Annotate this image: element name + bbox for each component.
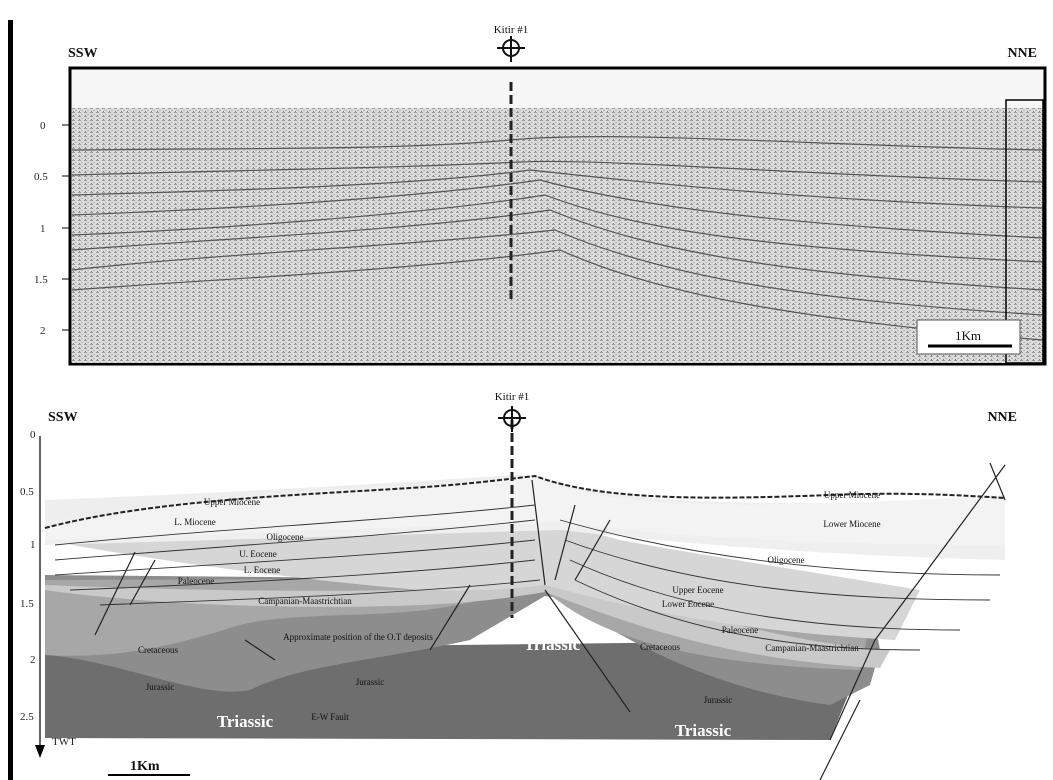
formation-label: Cretaceous	[138, 645, 178, 655]
formation-label: Cretaceous	[640, 642, 680, 652]
formation-label: Upper Miocene	[204, 497, 260, 507]
campanian-layer	[45, 585, 890, 668]
seismic-reflectors	[71, 136, 1044, 341]
direction-right: NNE	[987, 410, 1017, 425]
scale-label: 1Km	[955, 328, 981, 343]
paleocene-eocene-layer	[45, 520, 920, 640]
well-symbol	[497, 36, 525, 62]
formation-label: U. Eocene	[239, 549, 276, 559]
interpreted-section: Kitir #1 SSW NNE 0 0.5 1 1.5 2 2.5 TWT 1…	[20, 391, 1017, 780]
surface-horizon	[44, 474, 1006, 529]
depth-tick: 2	[40, 325, 46, 337]
formation-label: Oligocene	[768, 555, 805, 565]
formation-label: Jurassic	[356, 677, 385, 687]
formation-label: L. Eocene	[244, 565, 280, 575]
well-label: Kitir #1	[494, 24, 529, 36]
depth-axis: 0 0.5 1 1.5 2 2.5 TWT	[20, 429, 76, 758]
seismic-side-box	[1005, 99, 1044, 364]
depth-tick: 2	[30, 654, 36, 666]
scale-box: 1Km	[916, 319, 1021, 355]
faults	[94, 462, 1006, 780]
formation-label: Triassic	[524, 635, 581, 654]
formation-label: Upper Miocene	[824, 490, 880, 500]
formation-labels: Upper Miocene L. Miocene Oligocene U. Eo…	[138, 490, 881, 740]
seismic-data	[72, 108, 1043, 363]
formation-label: Jurassic	[704, 695, 733, 705]
well-symbol	[498, 406, 526, 432]
formation-label: E-W Fault	[311, 712, 349, 722]
formation-label: Upper Eocene	[672, 585, 723, 595]
depth-tick: 0.5	[20, 486, 34, 498]
formation-label: Paleocene	[178, 576, 214, 586]
seismic-section: Kitir #1 SSW NNE 0 0.5 1 1.5 2 1Km	[34, 24, 1047, 366]
depth-tick: 0.5	[34, 171, 48, 183]
page-border	[8, 20, 13, 780]
formation-label: Paleocene	[722, 625, 758, 635]
formation-label: L. Miocene	[174, 517, 215, 527]
scale-label: 1Km	[130, 759, 160, 774]
formation-label: Oligocene	[267, 532, 304, 542]
formation-label: Triassic	[217, 712, 274, 731]
direction-left: SSW	[68, 46, 98, 61]
depth-tick: 0	[40, 120, 46, 132]
twt-label: TWT	[52, 736, 76, 748]
formation-label: Lower Miocene	[823, 519, 880, 529]
depth-tick: 1	[30, 539, 36, 551]
depth-tick: 1	[40, 223, 46, 235]
formation-label: Lower Eocene	[662, 599, 714, 609]
formation-label: Campanian-Maastrichtian	[765, 643, 859, 653]
well-label: Kitir #1	[495, 391, 530, 403]
stratigraphic-lines	[54, 504, 1001, 651]
formation-label: Triassic	[675, 721, 732, 740]
formation-label: Campanian-Maastrichtian	[258, 596, 352, 606]
depth-tick: 1.5	[20, 598, 34, 610]
depth-tick: 1.5	[34, 274, 48, 286]
formation-label: Jurassic	[146, 682, 175, 692]
upper-miocene-layer	[45, 476, 1005, 545]
depth-axis: 0 0.5 1 1.5 2	[34, 120, 70, 337]
direction-left: SSW	[48, 410, 78, 425]
direction-right: NNE	[1007, 46, 1037, 61]
depth-tick: 0	[30, 429, 36, 441]
depth-tick: 2.5	[20, 711, 34, 723]
formation-label: Approximate position of the O.T deposits	[283, 632, 433, 642]
